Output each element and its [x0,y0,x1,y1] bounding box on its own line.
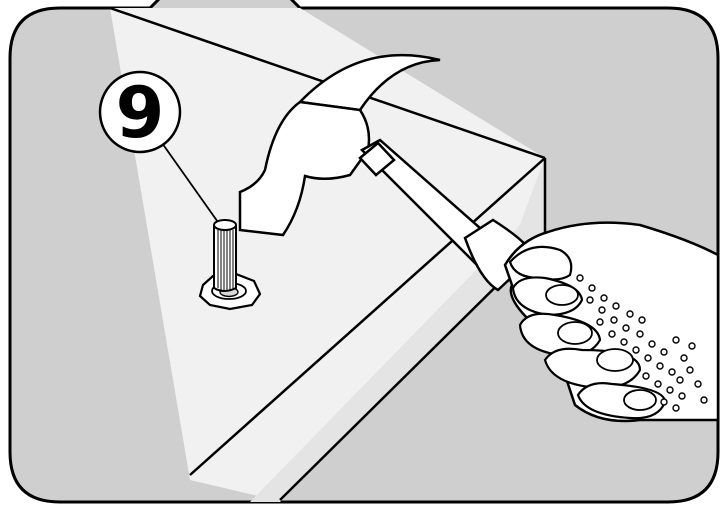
step-number: 9 [116,72,165,154]
dowel-pin-icon [214,220,236,291]
